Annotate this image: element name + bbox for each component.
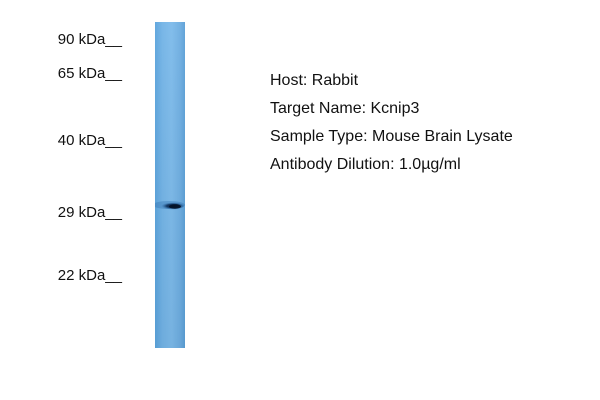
marker-29kda: 29 kDa__ [0,203,150,223]
marker-40kda: 40 kDa__ [0,131,150,151]
marker-label: 65 kDa__ [57,65,122,82]
marker-label: 22 kDa__ [57,267,122,284]
marker-65kda: 65 kDa__ [0,64,150,84]
sample-info: Host: Rabbit Target Name: Kcnip3 Sample … [270,70,513,182]
sample-type-text: Sample Type: Mouse Brain Lysate [270,128,513,145]
marker-label: 40 kDa__ [57,132,122,149]
marker-label: 29 kDa__ [57,204,122,221]
protein-band-core [169,204,181,209]
marker-22kda: 22 kDa__ [0,266,150,286]
marker-label: 90 kDa__ [57,31,122,48]
marker-90kda: 90 kDa__ [0,30,150,50]
target-name-text: Target Name: Kcnip3 [270,100,420,117]
host-text: Host: Rabbit [270,72,359,89]
blot-lane-image [155,22,185,348]
blot-lane [155,22,185,348]
antibody-dilution-text: Antibody Dilution: 1.0µg/ml [270,156,461,173]
